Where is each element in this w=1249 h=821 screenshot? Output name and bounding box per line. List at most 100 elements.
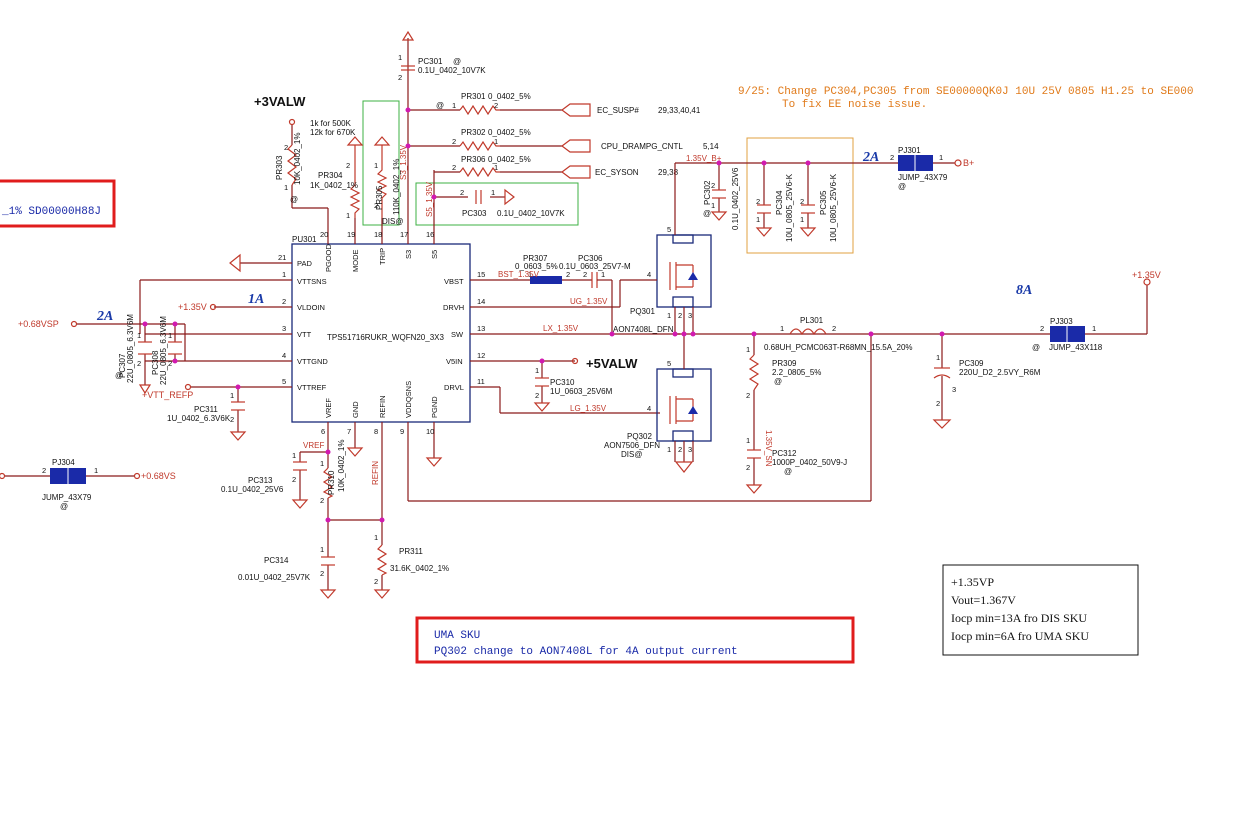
pr306-pin-2: 2 [452,163,456,172]
pc302-pin-1: 1 [711,201,715,210]
pc305-pin-2: 2 [800,197,804,206]
pc311-pin-1: 1 [230,391,234,400]
rail-bplus: B+ [963,158,974,168]
pr306-value: 0_0402_5% [488,155,531,164]
pq301-ref: PQ301 [630,307,655,316]
pc307-value: 22U_0805_6.3V6M [126,314,135,383]
pr311-ref: PR311 [399,547,423,556]
ic-pin-num-11: 11 [477,377,485,386]
pc301-mark: @ [453,57,461,66]
ic-top-pin-stubs [327,38,435,244]
pc314-ref: PC314 [264,556,289,565]
pq302-pin-4: 4 [647,404,651,413]
ic-pin-name-drvh: DRVH [443,303,464,312]
bplus-terminal [954,159,962,167]
vsp-terminal [70,320,78,328]
junction-dots [142,107,945,523]
pc305-value: 10U_0805_25V6-K [829,173,838,242]
pr302-value: 0_0402_5% [488,128,531,137]
ic-left-pin-stubs [140,262,292,388]
pc310-capacitor [533,377,551,412]
pc302-pin-2: 2 [711,181,715,190]
pc308-pin-2: 2 [168,359,172,368]
pq301-pin-3: 3 [688,311,692,320]
ic-pin-num-9: 9 [400,427,404,436]
spec-note-line-4: Iocp min=6A fro UMA SKU [951,629,1089,643]
net-lx: LX_1.35V [543,324,579,333]
ic-pin-name-vddqsns: VDDQSNS [404,381,413,418]
uma-note-line-2: PQ302 change to AON7408L for 4A output c… [434,646,738,658]
ic-top-pin-labels: PGOOD MODE TRIP S3 S5 20 19 18 17 16 [320,230,439,272]
pr305-extra: DIS@ [382,217,403,226]
pc308-ref: PC308 [151,350,160,375]
pc311-capacitor [229,401,247,441]
pc312-capacitor [745,449,763,494]
pj301-ref: PJ301 [898,146,921,155]
pr302-pin-1: 1 [494,137,498,146]
pr306-ref: PR306 [461,155,486,164]
pq302-value: AON7506_DFN [604,441,660,450]
pc308-value: 22U_0805_6.3V6M [159,316,168,385]
pq302-pin-3: 3 [688,445,692,454]
pj304-pin-1: 1 [94,466,98,475]
pl301-ref: PL301 [800,316,824,325]
rail-135-out: +1.35V [1132,270,1161,280]
pr303-ref: PR303 [275,155,284,180]
net-ec-susp-pages: 29,33,40,41 [658,106,701,115]
net-ec-syson: EC_SYSON [595,168,639,177]
s5-highlight-box [415,182,579,226]
rail-068vs: +0.68VS [141,471,176,481]
pr302-pin-2: 2 [452,137,456,146]
spec-note-line-1: +1.35VP [951,575,994,589]
pc303-pin-1: 1 [491,188,495,197]
pr309-ref: PR309 [772,359,797,368]
pc312-ref: PC312 [772,449,797,458]
pc306-pin-1: 1 [601,270,605,279]
pr305-ref: PR305 [375,185,384,210]
pc311-value: 1U_0402_6.3V6K [167,414,231,423]
pc311-pin-2: 2 [230,415,234,424]
pr304-pin-1: 1 [346,211,350,220]
ic-pin-num-13: 13 [477,324,485,333]
pr305-pin-1: 1 [374,161,378,170]
pc301-pin-2: 2 [398,73,402,82]
pc309-ref: PC309 [959,359,984,368]
trip-note-1: 1k for 500K [310,119,352,128]
pq301-mosfet [619,234,712,308]
net-bst: BST_1.35V [498,270,540,279]
pr304-pin-2: 2 [346,161,350,170]
pc309-pin-1: 1 [936,353,940,362]
net-cpu-drampg: CPU_DRAMPG_CNTL [601,142,683,151]
current-2a-top: 2A [862,150,879,165]
pc309-value: 220U_D2_2.5VY_R6M [959,368,1041,377]
current-1a: 1A [248,292,264,307]
pr309-pin-1: 1 [746,345,750,354]
pc310-pin-1: 1 [535,366,539,375]
pr309-resistor [748,354,760,391]
rail-135-in: +1.35V [178,302,207,312]
rail-5valw: +5VALW [586,356,638,371]
net-ec-susp: EC_SUSP# [597,106,639,115]
pr303-value: 10K_0402_1% [293,133,302,186]
pc312-value: 1000P_0402_50V9-J [772,458,847,467]
spec-note-box [942,564,1139,656]
pc304-pc305-highlight-box [746,137,854,254]
pj303-mark: @ [1032,343,1040,352]
control-wires [408,109,562,198]
ic-pin-num-18: 18 [374,230,382,239]
pj304-left-terminal [0,472,6,480]
pr303-pullup-terminal [288,118,296,126]
pr310-ref: PR310 [327,470,336,495]
pq302-ref: PQ302 [627,432,652,441]
pr309-value: 2.2_0805_5% [772,368,821,377]
pr305-gnd-icon [373,136,391,146]
ic-ref-label: PU301 [292,235,317,244]
pl301-inductor [789,328,827,336]
pl301-pin-2: 2 [832,324,836,333]
pr303-pin-2: 2 [284,143,288,152]
net-s3-label: S3_1.35V [399,144,408,180]
pc314-pin-2: 2 [320,569,324,578]
net-b135: 1.35V_B+ [686,154,722,163]
ic-pin-name-refin: REFIN [378,396,387,419]
ic-pin-name-s3: S3 [404,250,413,259]
